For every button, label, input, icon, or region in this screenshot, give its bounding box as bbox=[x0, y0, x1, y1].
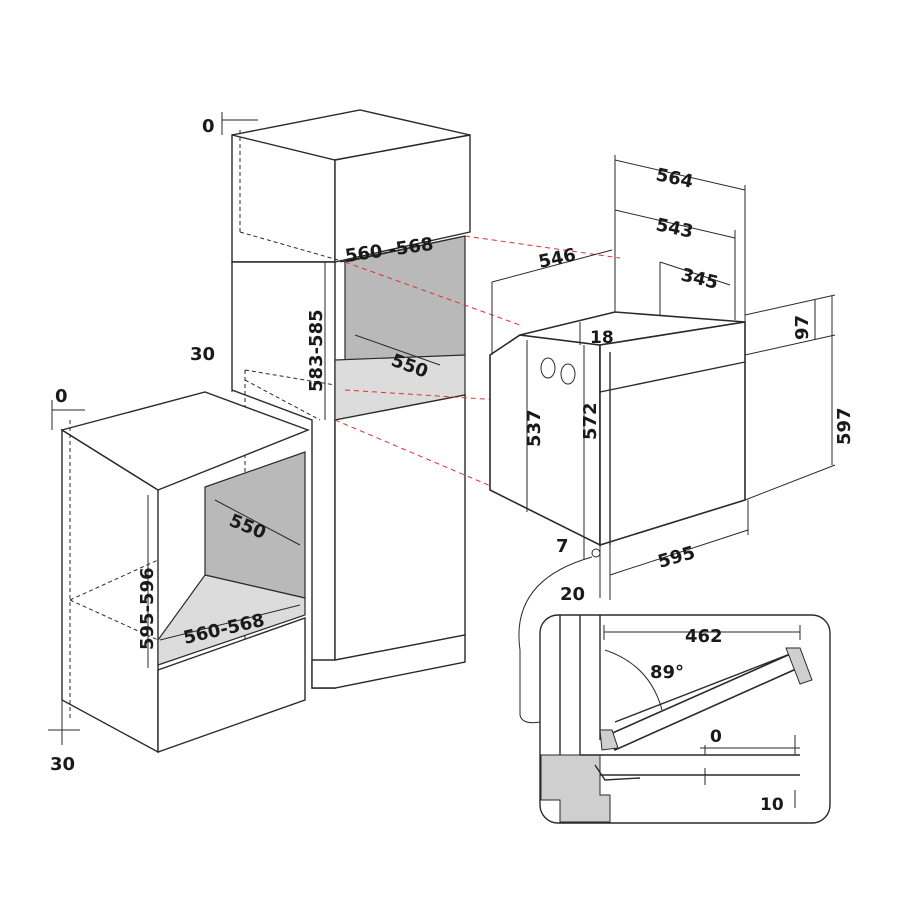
base-bottom-gap-label: 30 bbox=[50, 754, 75, 775]
oven-depth-546-label: 546 bbox=[537, 245, 578, 273]
tall-cabinet bbox=[231, 109, 471, 689]
oven-front bbox=[599, 321, 746, 547]
oven-dimensions: 564 543 546 345 18 97 597 537 572 7 595 … bbox=[491, 155, 855, 605]
tall-top-zero-label: 0 bbox=[202, 116, 215, 137]
tall-lower-front bbox=[334, 394, 466, 661]
base-top-zero-label: 0 bbox=[55, 386, 68, 407]
door-gap-zero-label: 0 bbox=[710, 727, 722, 747]
oven-unit bbox=[489, 311, 746, 547]
inset-door-hinge bbox=[599, 729, 619, 751]
base-niche-height-label: 595-596 bbox=[137, 567, 158, 650]
inset-door-handle bbox=[785, 647, 813, 685]
oven-total-height-label: 597 bbox=[834, 407, 855, 445]
oven-width-label: 595 bbox=[656, 542, 698, 573]
door-angle-arc bbox=[604, 649, 663, 711]
tall-niche-height-label: 583-585 bbox=[306, 309, 327, 392]
detail-marker bbox=[591, 548, 601, 558]
oven-bottom-offset-label: 7 bbox=[556, 536, 569, 557]
oven-vent-1 bbox=[540, 357, 556, 379]
base-drawer bbox=[157, 617, 306, 753]
base-top bbox=[60, 391, 310, 491]
oven-body-height-572-label: 572 bbox=[580, 402, 601, 440]
detail-leader bbox=[518, 556, 593, 724]
oven-front-offset-label: 20 bbox=[560, 584, 585, 605]
oven-top-gap-label: 18 bbox=[590, 328, 614, 348]
oven-depth-body-label: 543 bbox=[654, 214, 695, 242]
door-detail-inset: 462 89° 0 10 bbox=[518, 548, 831, 824]
oven-cable-depth-label: 345 bbox=[679, 264, 721, 293]
tall-side-gap-label: 30 bbox=[190, 344, 215, 365]
base-cabinet bbox=[60, 391, 310, 754]
tall-top-side bbox=[334, 134, 471, 263]
door-gap-ten-label: 10 bbox=[760, 795, 784, 815]
oven-depth-overall-label: 564 bbox=[654, 164, 695, 192]
oven-control-height-label: 97 bbox=[792, 315, 813, 340]
door-open-depth-label: 462 bbox=[685, 626, 723, 647]
door-angle-label: 89° bbox=[650, 662, 684, 683]
oven-body-height-537-label: 537 bbox=[524, 409, 545, 447]
base-niche-floor bbox=[157, 574, 306, 666]
tall-plinth bbox=[311, 634, 466, 689]
oven-vent-2 bbox=[560, 363, 576, 385]
inset-cabinet-base bbox=[540, 754, 611, 823]
